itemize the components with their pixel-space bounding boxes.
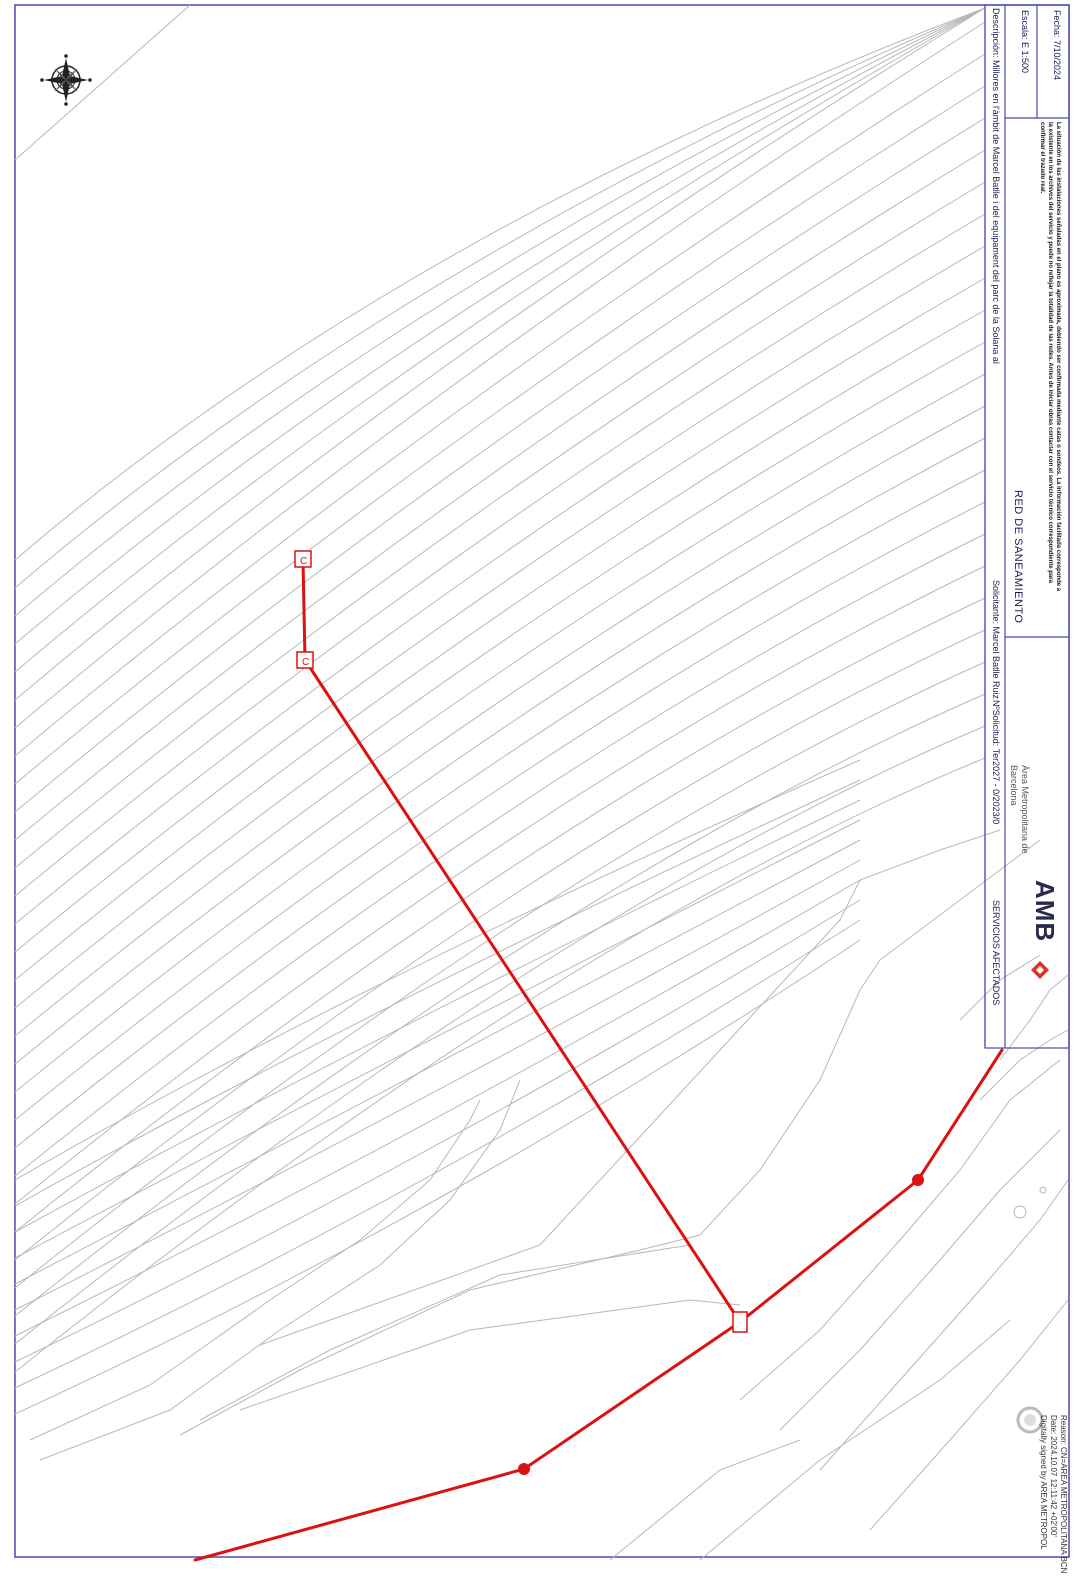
manhole-box xyxy=(296,651,314,669)
street-line xyxy=(14,919,861,1389)
street-line xyxy=(14,437,986,1093)
signature-seal-icon xyxy=(1016,1406,1044,1434)
street-line xyxy=(14,759,861,1181)
disclaimer-text: La situación de las instalaciones señala… xyxy=(1039,122,1061,592)
signature-line-1: Digitally signed by AREA METROPOL xyxy=(1039,1415,1048,1550)
street-line xyxy=(14,53,986,757)
street-line xyxy=(14,7,986,673)
street-line xyxy=(14,725,986,1345)
descripcion-text: Descripción: Millores en l'àmbit de Marc… xyxy=(991,8,1001,364)
solicitud-number: NºSolicitud: Ter2027 - 0/2023/0 xyxy=(991,700,1001,825)
sewer-network xyxy=(193,558,1004,1562)
title-block-frame xyxy=(984,4,1070,1049)
street-line xyxy=(14,7,986,617)
sewer-pipe xyxy=(301,558,307,662)
street-line xyxy=(14,501,986,1149)
street-line xyxy=(14,149,986,841)
street-line xyxy=(14,597,986,1233)
sewer-pipe xyxy=(303,658,742,1324)
street-line xyxy=(14,779,861,1207)
amb-diamond-icon xyxy=(1031,961,1049,979)
manhole-box xyxy=(732,1311,748,1333)
street-line xyxy=(14,565,986,1205)
street-line xyxy=(14,629,986,1261)
servicios-afectados-label: SERVICIOS AFECTADOS xyxy=(991,900,1001,1006)
map-title: RED DE SANEAMIENTO xyxy=(1012,490,1024,624)
street-line xyxy=(14,213,986,897)
plaza-outlines xyxy=(29,829,1069,1561)
street-line xyxy=(14,533,986,1177)
signature-line-3: Reason: CN=AREA METROPOLITANA BCN xyxy=(1059,1415,1068,1574)
escala-text: Escala: E 1:500 xyxy=(1020,10,1030,74)
solicitante-text: Solicitante: Marcel Batlle Ruiz xyxy=(991,580,1001,700)
sewer-junction-node xyxy=(518,1463,530,1475)
street-line xyxy=(14,181,986,869)
street-line xyxy=(14,799,861,1233)
sewer-junction-node xyxy=(912,1174,924,1186)
street-line xyxy=(14,7,986,645)
amb-logo: AMB xyxy=(1030,880,1060,943)
street-line xyxy=(14,693,986,1317)
street-line xyxy=(14,21,986,729)
amb-logo-subtitle: Àrea Metropolitana de Barcelona xyxy=(1009,765,1030,854)
signature-line-2: Date: 2024.10.07 12:11:42 +02'00' xyxy=(1049,1415,1058,1537)
map-frame xyxy=(14,4,1070,1558)
street-line xyxy=(14,405,986,1065)
street-line xyxy=(14,661,986,1289)
street-line xyxy=(14,373,986,1037)
street-line xyxy=(14,757,986,1373)
street-line xyxy=(14,117,986,813)
street-line xyxy=(14,939,861,1415)
street-line xyxy=(14,85,986,785)
street-line xyxy=(14,879,861,1337)
street-line xyxy=(14,245,986,925)
street-line xyxy=(14,341,986,1009)
street-line xyxy=(14,839,861,1285)
street-line xyxy=(14,899,861,1363)
street-edge xyxy=(14,4,191,161)
street-line xyxy=(14,309,986,981)
manhole-label: C xyxy=(302,657,309,668)
manhole-box xyxy=(294,550,312,568)
street-line xyxy=(14,7,986,561)
compass-rose-icon xyxy=(40,54,92,106)
street-line xyxy=(14,469,986,1121)
street-line xyxy=(14,859,861,1311)
street-linework xyxy=(14,7,986,1415)
street-line xyxy=(14,7,986,701)
map-marker-circle xyxy=(1013,1205,1027,1219)
map-marker-circle xyxy=(1039,1186,1047,1194)
fecha-text: Fecha: 7/10/2024 xyxy=(1052,10,1062,81)
manhole-label: C xyxy=(300,556,307,567)
street-line xyxy=(14,7,986,589)
street-line xyxy=(14,277,986,953)
street-line xyxy=(14,819,861,1259)
